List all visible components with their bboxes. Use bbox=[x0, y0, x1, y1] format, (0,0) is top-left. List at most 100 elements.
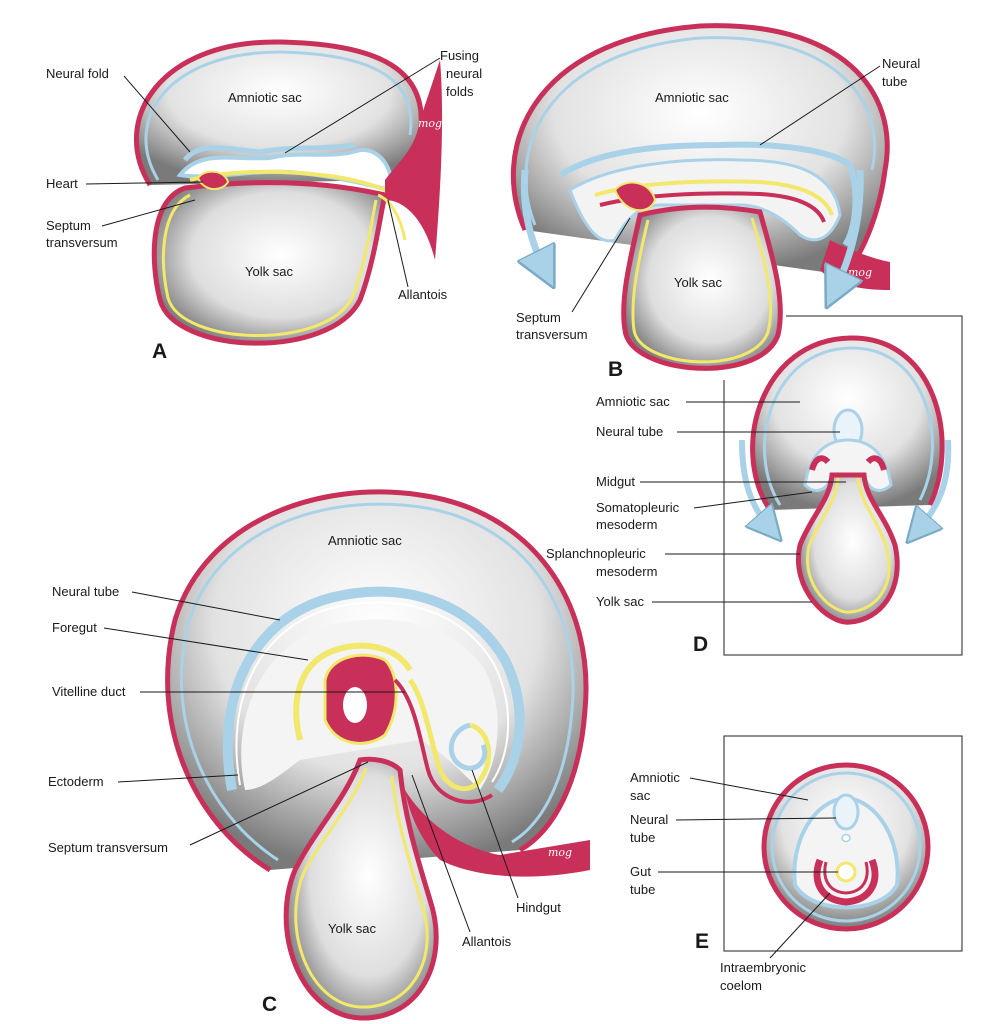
panel-b-label-septum-2: transversum bbox=[516, 327, 588, 342]
panel-a-label-allantois: Allantois bbox=[398, 287, 448, 302]
panel-c-signature: mog bbox=[548, 846, 572, 859]
panel-d-yolk-sac-endoderm bbox=[806, 477, 891, 614]
panel-e-label-neural-tube-2: tube bbox=[630, 830, 655, 845]
panel-b-amnion-inner bbox=[524, 36, 877, 226]
panel-c-neural-tube bbox=[222, 586, 525, 793]
panel-e-letter: E bbox=[695, 930, 709, 953]
panel-b-signature: mog bbox=[848, 266, 872, 279]
panel-a-leader-neural-fold bbox=[123, 75, 191, 153]
panel-c-label-allantois: Allantois bbox=[462, 934, 512, 949]
panel-e-label-coelom-1: Intraembryonic bbox=[720, 960, 806, 975]
panel-e-notochord bbox=[841, 833, 851, 843]
panel-c-amnion-inner bbox=[180, 502, 575, 862]
panel-c-letter: C bbox=[262, 993, 277, 1016]
panel-c-hindgut bbox=[407, 678, 492, 792]
panel-c-neural-tube-lumen bbox=[235, 601, 510, 786]
panel-c-tail-spiral bbox=[448, 722, 488, 771]
panel-b-heart bbox=[613, 181, 657, 212]
panel-d-label-splanchnopleuric-2: mesoderm bbox=[596, 564, 657, 579]
panel-a: mog Neural fold Fusing neural folds Amni… bbox=[46, 39, 482, 363]
panel-e-neural-tube bbox=[832, 793, 860, 831]
panel-a-leader-allantois bbox=[387, 199, 409, 288]
panel-d-fold-arrow-left bbox=[739, 439, 770, 528]
panel-c-connecting-stalk bbox=[405, 790, 590, 877]
panel-c-foregut bbox=[293, 642, 413, 741]
panel-c-label-vitelline-duct: Vitelline duct bbox=[52, 684, 126, 699]
panel-d-label-yolk-sac: Yolk sac bbox=[596, 594, 644, 609]
panel-a-label-septum-2: transversum bbox=[46, 235, 118, 250]
panel-e-label-amniotic-1: Amniotic bbox=[630, 770, 680, 785]
panel-d-label-somatopleuric-2: mesoderm bbox=[596, 517, 657, 532]
panel-e-leader-coelom bbox=[769, 892, 831, 959]
panel-c-leader-ectoderm bbox=[117, 774, 239, 783]
panel-c-label-yolk-sac: Yolk sac bbox=[328, 921, 376, 936]
panel-d-label-splanchnopleuric-1: Splanchnopleuric bbox=[546, 546, 646, 561]
panel-b-label-amniotic-sac: Amniotic sac bbox=[655, 90, 729, 105]
panel-d-letter: D bbox=[693, 633, 708, 656]
panel-a-label-heart: Heart bbox=[46, 176, 78, 191]
panel-b-leader-neural-tube bbox=[759, 65, 881, 146]
panel-a-allantois bbox=[377, 193, 407, 241]
panel-a-label-fusing-2: neural bbox=[446, 66, 482, 81]
panel-a-label-neural-fold: Neural fold bbox=[46, 66, 109, 81]
panel-d-label-amniotic-sac: Amniotic sac bbox=[596, 394, 670, 409]
panel-c-label-ectoderm: Ectoderm bbox=[48, 774, 104, 789]
panel-a-leader-heart bbox=[85, 181, 204, 185]
panel-a-leader-fusing bbox=[284, 57, 441, 154]
panel-c-label-foregut: Foregut bbox=[52, 620, 97, 635]
panel-d-leader-somatopleuric bbox=[693, 491, 813, 509]
panel-c-mesoderm bbox=[393, 678, 494, 804]
panel-b-label-neural-tube-1: Neural bbox=[882, 56, 920, 71]
panel-b: mog Amniotic sac Neural tube Yolk sac Se… bbox=[510, 23, 920, 381]
panel-b-yolk-sac bbox=[621, 204, 783, 371]
panel-c-leader-neural-tube bbox=[131, 591, 281, 621]
panel-b-label-neural-tube-2: tube bbox=[882, 74, 907, 89]
panel-a-neural-folds bbox=[183, 142, 356, 162]
panel-b-embryo-body bbox=[568, 158, 842, 243]
panel-b-leader-septum bbox=[571, 217, 631, 313]
panel-e-gut-tube bbox=[835, 861, 857, 883]
panel-a-label-fusing-3: folds bbox=[446, 84, 474, 99]
panel-c-label-neural-tube: Neural tube bbox=[52, 584, 119, 599]
panel-a-yolk-sac bbox=[151, 180, 389, 346]
panel-c-heart-lumen bbox=[343, 687, 367, 723]
panel-e-label-gut-tube-2: tube bbox=[630, 882, 655, 897]
panel-a-yolk-sac-endoderm bbox=[161, 193, 378, 337]
panel-d-label-midgut: Midgut bbox=[596, 474, 635, 489]
panel-b-letter: B bbox=[608, 358, 623, 381]
panel-c-yolk-sac-endoderm bbox=[294, 767, 429, 1009]
panel-a-label-amniotic-sac: Amniotic sac bbox=[228, 90, 302, 105]
panel-a-leader-septum bbox=[101, 199, 196, 227]
panel-d-fold-arrow-right bbox=[918, 439, 952, 530]
panel-d-body-wall bbox=[803, 438, 893, 492]
panel-a-heart bbox=[196, 170, 230, 190]
panel-e: Amniotic sac Neural tube Gut tube Intrae… bbox=[630, 735, 963, 993]
panel-b-yolk-sac-endoderm bbox=[631, 217, 773, 364]
panel-c-leader-septum-transversum bbox=[189, 761, 369, 846]
panel-d-label-somatopleuric-1: Somatopleuric bbox=[596, 500, 680, 515]
panel-d-amnion-inner bbox=[763, 346, 934, 506]
panel-d-label-neural-tube: Neural tube bbox=[596, 424, 663, 439]
panel-b-fold-arrow-right bbox=[835, 169, 864, 290]
panel-a-label-septum-1: Septum bbox=[46, 218, 91, 233]
panel-c: mog Amniotic sac Neural tube Foregut Vit… bbox=[48, 489, 590, 1021]
panel-c-leader-allantois bbox=[411, 774, 471, 933]
panel-a-label-yolk-sac: Yolk sac bbox=[245, 264, 293, 279]
panel-b-label-yolk-sac: Yolk sac bbox=[674, 275, 722, 290]
panel-a-amnion-inner bbox=[144, 50, 413, 181]
panel-e-label-coelom-2: coelom bbox=[720, 978, 762, 993]
panel-d: Amniotic sac Neural tube Midgut Somatopl… bbox=[546, 315, 963, 656]
panel-e-label-amniotic-2: sac bbox=[630, 788, 651, 803]
panel-e-frame bbox=[723, 735, 963, 952]
panel-d-yolk-sac bbox=[795, 472, 900, 625]
panel-c-leader-foregut bbox=[103, 627, 309, 661]
panel-e-leader-neural-tube bbox=[675, 817, 837, 821]
panel-d-somatopleuric-mesoderm bbox=[809, 455, 887, 471]
panel-e-coelom-wall bbox=[813, 858, 879, 906]
panel-b-fold-arrow-left bbox=[524, 169, 545, 270]
panel-b-label-septum-1: Septum bbox=[516, 310, 561, 325]
panel-d-frame bbox=[723, 315, 963, 656]
panel-a-signature: mog bbox=[418, 117, 442, 130]
panel-e-label-gut-tube-1: Gut bbox=[630, 864, 651, 879]
